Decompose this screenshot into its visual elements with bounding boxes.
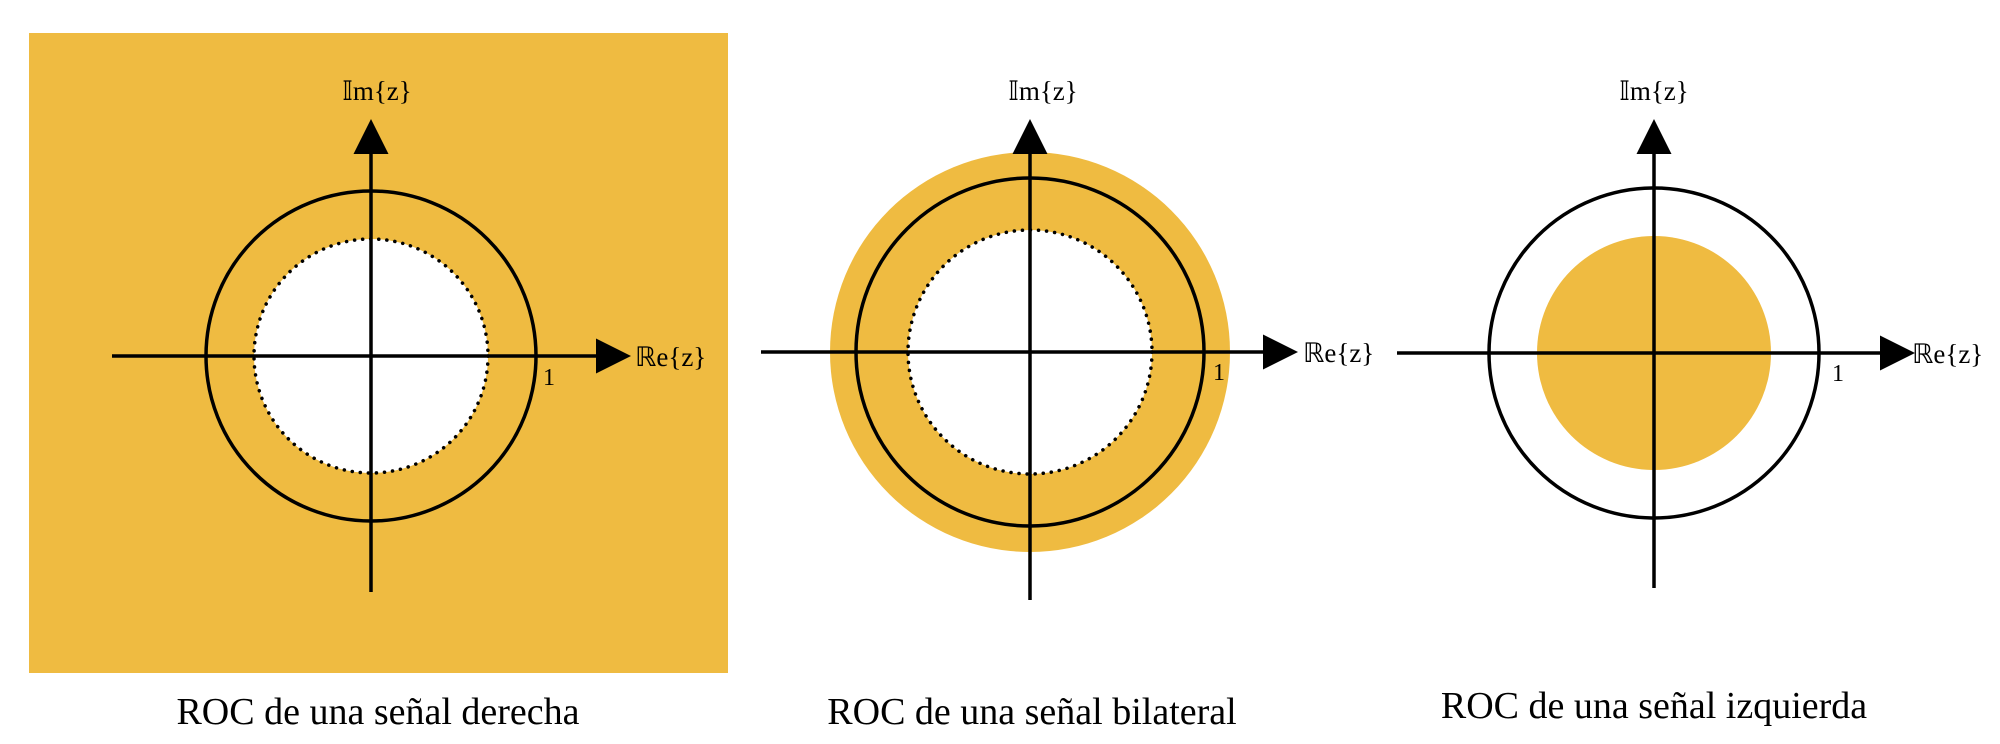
panel-left-signal: 𝕀m{z} ℝe{z} 1 ROC de una señal izquierda (1397, 76, 1983, 727)
real-axis-label: ℝe{z} (1303, 338, 1374, 368)
imaginary-axis-label: 𝕀m{z} (342, 76, 412, 106)
imaginary-axis-label: 𝕀m{z} (1008, 76, 1078, 106)
unit-tick-label: 1 (1213, 360, 1225, 386)
panel-bilateral-signal: 𝕀m{z} ℝe{z} 1 ROC de una señal bilateral (761, 76, 1374, 733)
unit-tick-label: 1 (1832, 361, 1844, 387)
panel-right-signal: 𝕀m{z} ℝe{z} 1 ROC de una señal derecha (29, 33, 728, 733)
panel-caption: ROC de una señal derecha (176, 691, 579, 733)
panel-caption: ROC de una señal izquierda (1441, 685, 1867, 727)
unit-tick-label: 1 (543, 365, 555, 391)
real-axis-label: ℝe{z} (635, 342, 706, 372)
panel-caption: ROC de una señal bilateral (827, 691, 1236, 733)
real-axis-label: ℝe{z} (1912, 339, 1983, 369)
imaginary-axis-label: 𝕀m{z} (1619, 76, 1689, 106)
